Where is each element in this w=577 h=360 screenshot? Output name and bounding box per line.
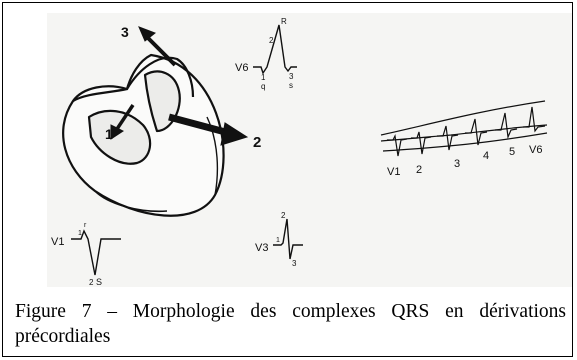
strip-v1-label: V1 (387, 166, 400, 178)
v6-r-label: R (281, 17, 287, 26)
strip-2-label: 2 (416, 164, 422, 176)
v3-1-label: 1 (276, 237, 280, 244)
arrow-1-head (110, 124, 124, 140)
arrow-3-label: 3 (121, 24, 129, 40)
v1-s-label: S (96, 277, 102, 287)
v6-qrs-complex: V6 R 2 1 q 3 s (235, 17, 297, 91)
v1-1-label: 1 (78, 230, 82, 237)
v3-3-label: 3 (292, 259, 297, 268)
figure-frame: 3 1 2 V6 R 2 1 q 3 s (2, 2, 573, 357)
v1-2-label: 2 (89, 278, 94, 287)
v3-lead-label: V3 (255, 242, 268, 254)
v1-lead-label: V1 (51, 236, 64, 248)
heart-cross-section (62, 53, 225, 217)
figure-caption: Figure 7 – Morphologie des complexes QRS… (15, 301, 566, 347)
v6-q-label: q (261, 82, 265, 91)
v3-2-label: 2 (281, 211, 286, 220)
strip-5-label: 5 (509, 146, 515, 158)
v6-2-label: 2 (269, 36, 274, 45)
v6-1-label: 1 (261, 73, 266, 82)
arrow-2-label: 2 (253, 134, 261, 151)
qrs-diagram: 3 1 2 V6 R 2 1 q 3 s (51, 17, 548, 287)
v6-3-label: 3 (289, 72, 294, 81)
strip-3-label: 3 (454, 158, 460, 170)
arrow-2-head (220, 122, 249, 146)
v1-qrs-complex: V1 r 1 2 S (51, 222, 121, 287)
v1-r-label: r (84, 222, 87, 229)
v6-lead-label: V6 (235, 62, 248, 74)
arrow-1-label: 1 (105, 126, 113, 142)
figure-illustration: 3 1 2 V6 R 2 1 q 3 s (47, 13, 572, 287)
precordial-strip (380, 100, 548, 157)
arrow-3-head (138, 26, 156, 42)
strip-v6-label: V6 (529, 144, 542, 156)
depolarization-arrows (110, 26, 249, 146)
v6-s-label: s (289, 81, 293, 90)
v3-qrs-complex: V3 2 1 3 (255, 211, 303, 268)
strip-4-label: 4 (483, 150, 489, 162)
